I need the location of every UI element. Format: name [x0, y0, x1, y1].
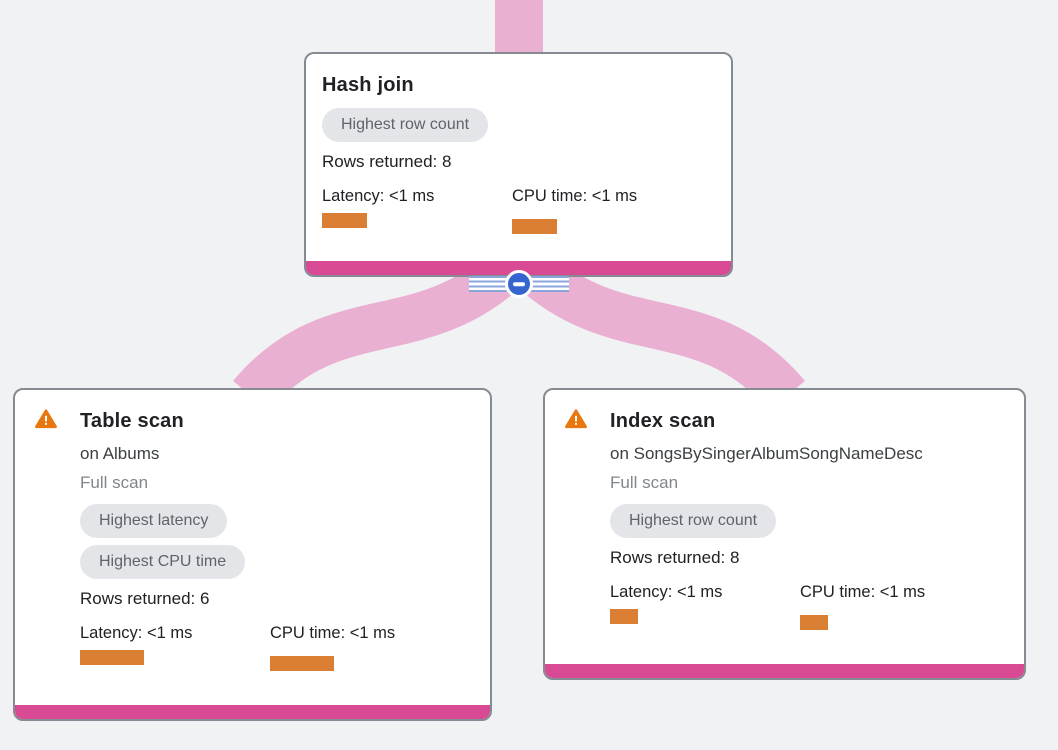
cpu-time-bar	[800, 615, 828, 630]
rows-returned: Rows returned: 8	[610, 548, 740, 567]
bottom-accent-bar	[545, 664, 1024, 678]
plan-node-index-scan[interactable]: Index scan on SongsBySingerAlbumSongName…	[543, 388, 1026, 680]
cpu-time-label: CPU time: <1 ms	[800, 583, 926, 601]
scan-target: on Albums	[80, 444, 160, 463]
cpu-time-label: CPU time: <1 ms	[512, 187, 638, 205]
latency-bar	[80, 650, 144, 665]
scan-type: Full scan	[80, 473, 149, 492]
cpu-time-bar	[512, 219, 557, 234]
plan-node-table-scan[interactable]: Table scan on Albums Full scan Highest l…	[13, 388, 492, 721]
plan-node-hash-join[interactable]: Hash join Highest row count Rows returne…	[304, 52, 733, 277]
highlight-badge: Highest row count	[610, 504, 777, 538]
edge-to-table-scan	[233, 250, 523, 412]
collapse-children-button[interactable]	[505, 270, 533, 298]
minus-icon	[513, 282, 525, 286]
cpu-time-bar	[270, 656, 334, 671]
node-title: Hash join	[322, 74, 414, 96]
latency-label: Latency: <1 ms	[80, 624, 193, 642]
latency-bar	[322, 213, 367, 228]
warning-icon	[35, 409, 57, 429]
node-title: Index scan	[610, 410, 716, 432]
collapse-control	[469, 270, 569, 298]
rows-returned: Rows returned: 6	[80, 589, 210, 608]
latency-label: Latency: <1 ms	[322, 187, 435, 205]
bottom-accent-bar	[15, 705, 490, 719]
latency-bar	[610, 609, 638, 624]
highlight-badge: Highest latency	[80, 504, 228, 538]
bottom-accent-bar	[306, 261, 731, 275]
edge-to-index-scan	[515, 250, 805, 412]
warning-icon	[565, 409, 587, 429]
scan-target: on SongsBySingerAlbumSongNameDesc	[610, 444, 923, 463]
cpu-time-label: CPU time: <1 ms	[270, 624, 396, 642]
rows-returned: Rows returned: 8	[322, 152, 452, 171]
highlight-badge: Highest CPU time	[80, 545, 246, 579]
scan-type: Full scan	[610, 473, 679, 492]
node-title: Table scan	[80, 410, 184, 432]
highlight-badge: Highest row count	[322, 108, 489, 142]
latency-label: Latency: <1 ms	[610, 583, 723, 601]
edge-from-parent-ribbon	[495, 0, 543, 56]
